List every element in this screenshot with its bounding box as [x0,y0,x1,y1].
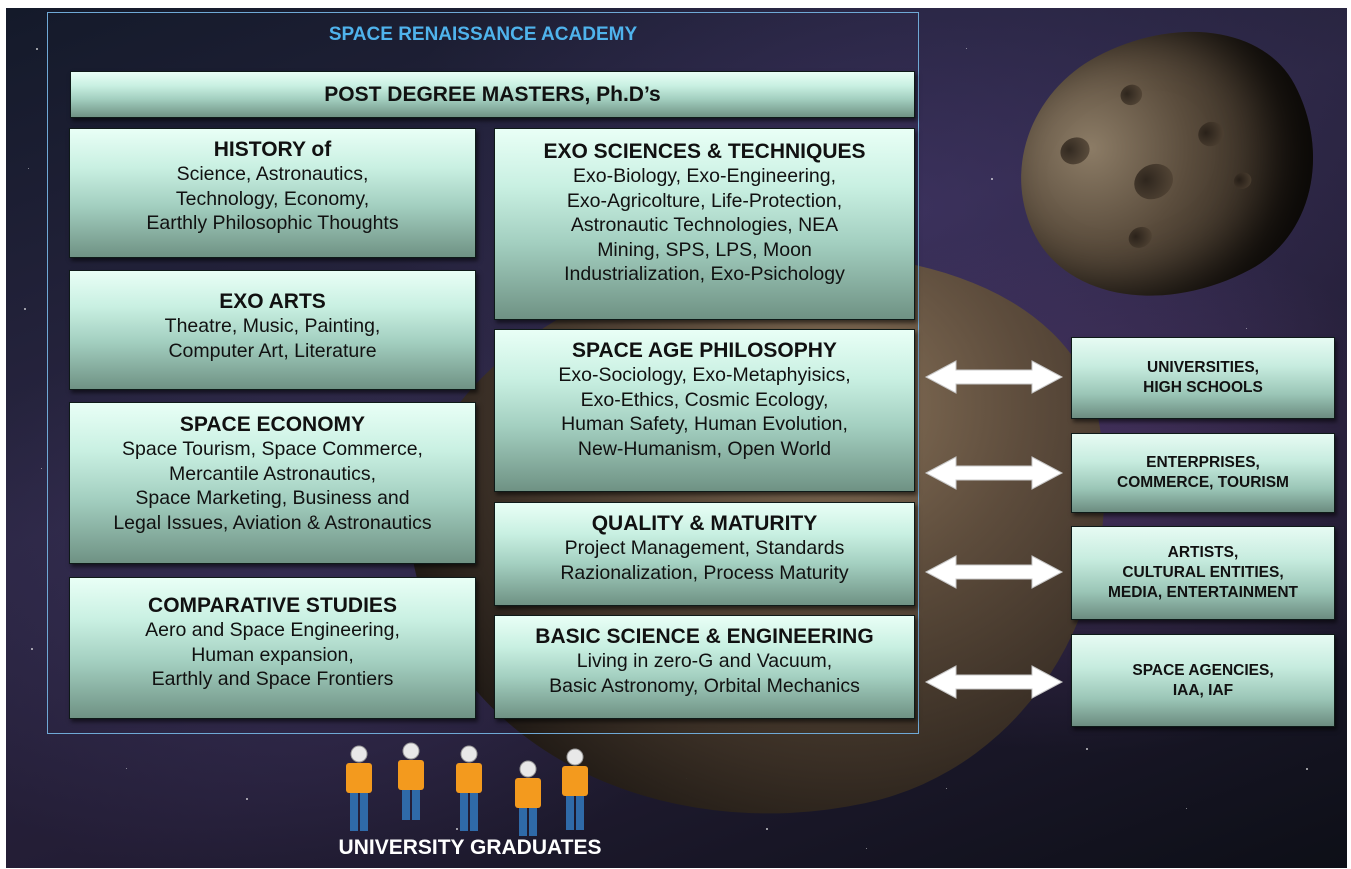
star [24,308,26,310]
star [966,48,967,49]
graduate-figure-icon [346,745,372,831]
partner-universities-box: UNIVERSITIES, HIGH SCHOOLS [1071,337,1335,419]
academy-title: SPACE RENAISSANCE ACADEMY [328,24,638,45]
basic-science-box: BASIC SCIENCE & ENGINEERING Living in ze… [494,615,915,719]
star [36,48,38,50]
box-title: EXO ARTS [219,290,326,313]
box-title: HISTORY of [213,138,332,161]
partner-space-agencies-box: SPACE AGENCIES, IAA, IAF [1071,634,1335,727]
star [866,848,867,849]
box-body: Science, Astronautics, Technology, Econo… [146,163,399,234]
box-body: Aero and Space Engineering, Human expans… [145,619,400,690]
partner-artists-box: ARTISTS, CULTURAL ENTITIES, MEDIA, ENTER… [1071,526,1335,620]
star [246,798,248,800]
quality-maturity-box: QUALITY & MATURITY Project Management, S… [494,502,915,606]
star [1186,808,1187,809]
box-body: Theatre, Music, Painting, Computer Art, … [164,315,381,362]
graduate-figure-icon [515,760,541,836]
academy-frame [47,12,919,734]
box-title: BASIC SCIENCE & ENGINEERING [535,625,874,648]
exo-arts-box: EXO ARTS Theatre, Music, Painting, Compu… [69,270,476,390]
box-title: SPACE ECONOMY [179,413,366,436]
graduate-figure-icon [398,742,424,820]
box-body: Exo-Sociology, Exo-Metaphyisics, Exo-Eth… [558,364,851,460]
star [41,468,42,469]
graduate-figure-icon [562,748,588,830]
exo-sciences-box: EXO SCIENCES & TECHNIQUES Exo-Biology, E… [494,128,915,320]
box-title: COMPARATIVE STUDIES [148,594,397,617]
graduates-label: UNIVERSITY GRADUATES [338,836,602,859]
history-box: HISTORY of Science, Astronautics, Techno… [69,128,476,258]
star [991,178,993,180]
box-body: Space Tourism, Space Commerce, Mercantil… [113,438,432,534]
star [766,828,768,830]
comparative-studies-box: COMPARATIVE STUDIES Aero and Space Engin… [69,577,476,719]
star [1086,748,1088,750]
star [1306,768,1308,770]
star [946,788,947,789]
post-degree-title: POST DEGREE MASTERS, Ph.D’s [324,83,661,106]
double-arrow-icon [924,555,1064,589]
box-title: EXO SCIENCES & TECHNIQUES [543,140,866,163]
star [126,768,127,769]
double-arrow-icon [924,665,1064,699]
post-degree-box: POST DEGREE MASTERS, Ph.D’s [70,71,915,118]
box-body: Project Management, Standards Razionaliz… [560,537,849,584]
graduate-figure-icon [456,745,482,831]
double-arrow-icon [924,456,1064,490]
box-title: SPACE AGE PHILOSOPHY [572,339,837,362]
star [31,648,33,650]
box-title: QUALITY & MATURITY [591,512,818,535]
space-economy-box: SPACE ECONOMY Space Tourism, Space Comme… [69,402,476,564]
asteroid-image [974,8,1347,352]
double-arrow-icon [924,360,1064,394]
space-age-philosophy-box: SPACE AGE PHILOSOPHY Exo-Sociology, Exo-… [494,329,915,492]
star [1246,328,1247,329]
box-body: Exo-Biology, Exo-Engineering, Exo-Agrico… [564,165,845,285]
box-body: Living in zero-G and Vacuum, Basic Astro… [549,650,860,697]
star [456,828,458,830]
partner-enterprises-box: ENTERPRISES, COMMERCE, TOURISM [1071,433,1335,513]
star [28,168,29,169]
